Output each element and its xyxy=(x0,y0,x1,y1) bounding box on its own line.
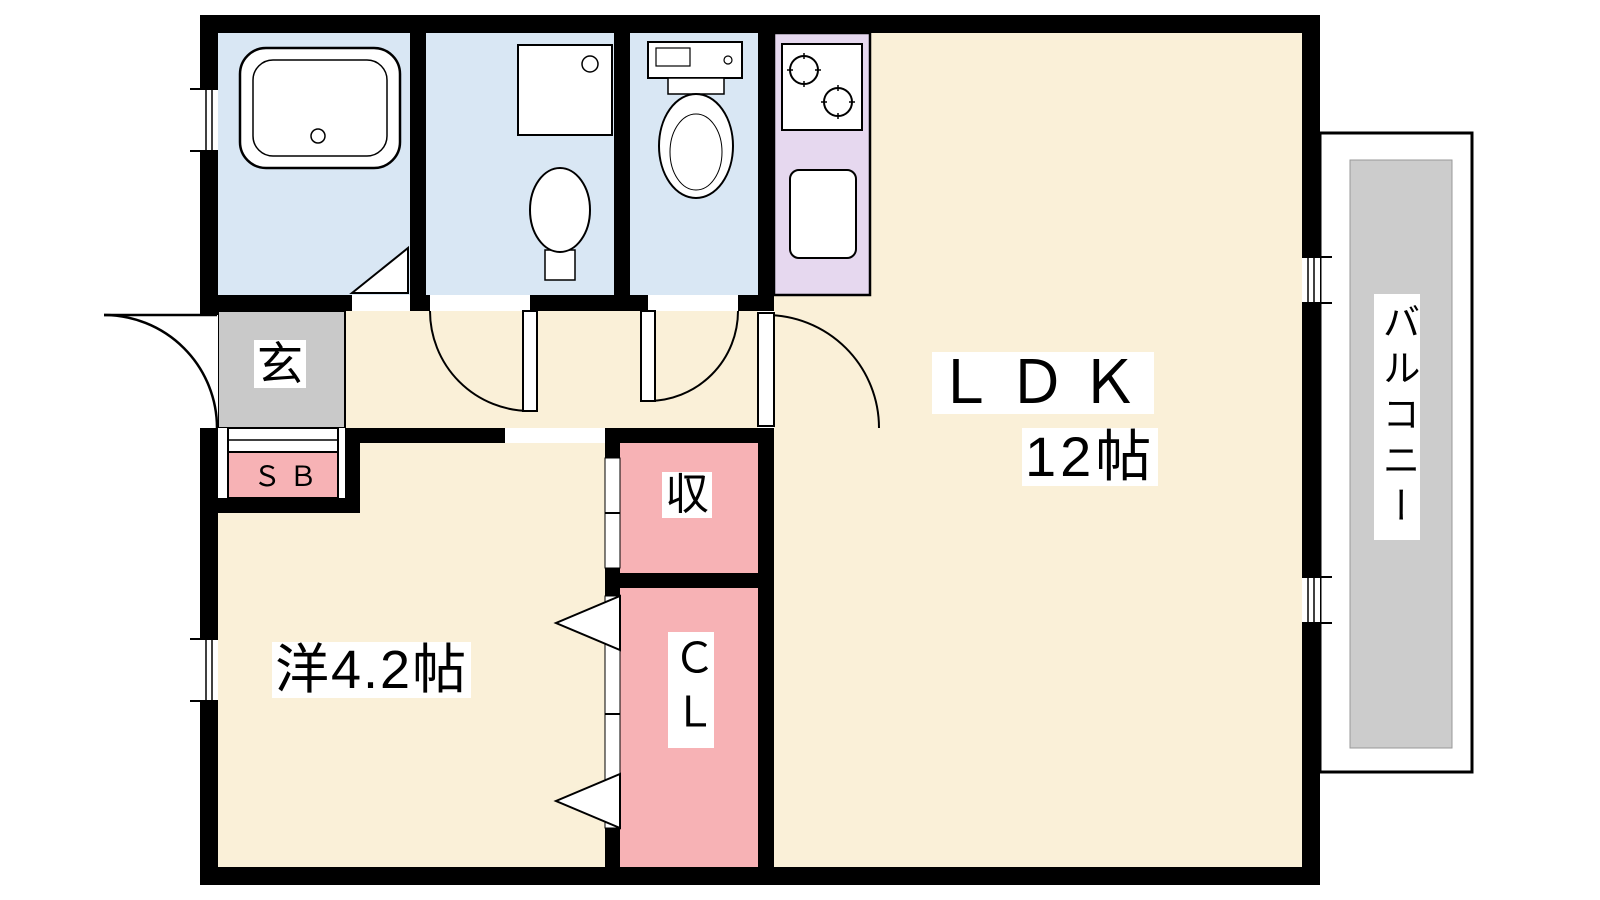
label-ldk-size: 12帖 xyxy=(1022,428,1159,486)
wall-top xyxy=(200,15,1320,33)
balcony xyxy=(1318,131,1474,774)
ldk-door-leaf xyxy=(757,312,775,427)
closet-door-triangle-top xyxy=(553,594,621,652)
washroom-door-arc xyxy=(429,310,531,412)
doors xyxy=(103,245,880,830)
ldk-door xyxy=(757,312,880,429)
opening-bath xyxy=(352,295,410,311)
shoe-cabinet-icon xyxy=(227,427,339,453)
walls xyxy=(200,15,1320,885)
fixtures xyxy=(227,41,863,499)
wall-sb-bottom xyxy=(218,498,360,513)
bathtub-icon xyxy=(238,46,402,170)
window-bath xyxy=(190,88,218,152)
windows xyxy=(190,88,1332,702)
label-closet: ＣＬ xyxy=(668,632,715,748)
label-western: 洋4.2帖 xyxy=(272,642,472,698)
wall-hall-western-1 xyxy=(345,428,505,443)
closet-door-triangle-bottom xyxy=(553,772,621,830)
wall-hall-western-2 xyxy=(605,428,758,443)
opening-closet xyxy=(604,595,621,829)
wall-washroom-toilet xyxy=(614,33,630,295)
window-western xyxy=(190,638,218,702)
label-storage: 収 xyxy=(662,472,712,518)
wall-sb-right xyxy=(345,428,360,513)
window-ldk-lower xyxy=(1302,576,1332,624)
opening-toilet xyxy=(648,295,738,311)
entrance-door-arc xyxy=(103,313,219,429)
bath-door-triangle xyxy=(349,245,409,294)
wall-bottom xyxy=(200,867,1320,885)
toilet-door xyxy=(640,310,739,402)
wall-storage-closet xyxy=(605,573,758,588)
label-genkan: 玄 xyxy=(254,340,306,388)
stove-icon xyxy=(781,43,863,131)
wall-ldk-left xyxy=(758,428,774,867)
wall-toilet-ldk xyxy=(758,33,774,295)
washroom-door-leaf xyxy=(522,310,538,412)
label-shoe-box: ＳＢ xyxy=(253,461,326,492)
toilet-door-arc xyxy=(647,310,739,402)
hallway-floor xyxy=(345,311,758,443)
ldk-door-arc xyxy=(765,314,880,429)
wall-right xyxy=(1302,15,1320,885)
toilet-door-leaf xyxy=(640,310,656,402)
washroom-door xyxy=(429,310,538,412)
opening-washroom xyxy=(430,295,530,311)
opening-western xyxy=(505,428,605,443)
shoe-box xyxy=(227,451,339,499)
kitchen-sink-icon xyxy=(789,169,857,259)
toilet-icon xyxy=(647,41,743,199)
entrance-door xyxy=(103,313,219,429)
wall-bath-washroom xyxy=(410,33,426,295)
washbasin-icon xyxy=(517,44,613,281)
label-balcony: バルコニー xyxy=(1374,294,1420,540)
label-ldk: ＬＤＫ xyxy=(932,352,1154,414)
window-ldk-upper xyxy=(1302,256,1332,304)
